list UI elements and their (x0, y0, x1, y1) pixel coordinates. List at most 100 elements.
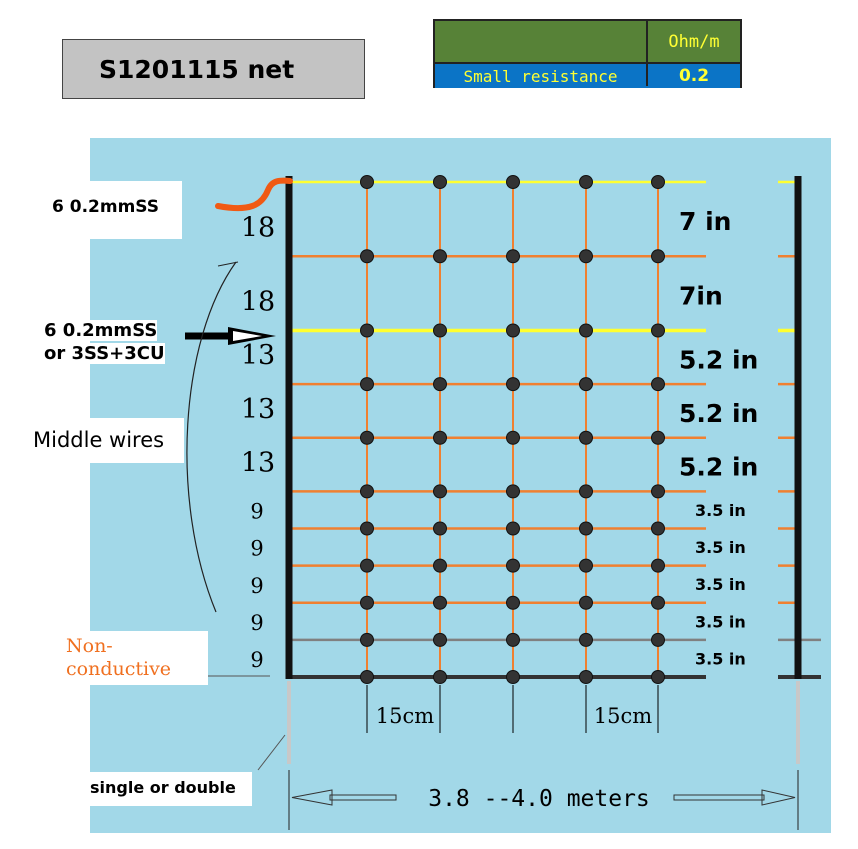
knot (360, 430, 374, 445)
cm-height-label: 13 (241, 394, 275, 425)
inch-height-label: 5.2 in (679, 399, 758, 428)
knot (579, 175, 593, 189)
knot (360, 558, 374, 573)
resistance-table-divider (646, 21, 648, 86)
knot (506, 521, 520, 536)
resistance-table: Ohm/m Small resistance 0.2 (433, 19, 742, 88)
knot (433, 595, 447, 610)
knot (579, 323, 593, 338)
mid-wire-label: 6 0.2mmSS or 3SS+3CU (0, 310, 184, 380)
cm-height-label: 9 (250, 500, 263, 524)
knots (360, 175, 665, 684)
knot (506, 175, 520, 189)
cm-height-label: 9 (250, 574, 263, 598)
knot (433, 249, 447, 264)
knot (506, 377, 520, 392)
knot (579, 558, 593, 573)
knot (433, 484, 447, 499)
knot (579, 670, 593, 684)
knot (579, 430, 593, 445)
resistance-label: Small resistance (463, 66, 618, 86)
vertical-wires (366, 182, 659, 677)
cm-height-label: 18 (241, 287, 275, 318)
diagram-background (90, 138, 831, 833)
knot (433, 323, 447, 338)
knot (579, 521, 593, 536)
spacing-ticks (366, 685, 659, 733)
knot (579, 377, 593, 392)
posts (285, 176, 802, 764)
knot (651, 323, 665, 338)
knot (579, 249, 593, 264)
width-label: 3.8 --4.0 meters (428, 786, 650, 812)
knot (579, 632, 593, 647)
cm-height-label: 13 (241, 447, 275, 478)
non-conductive-line1: Non- (66, 635, 113, 657)
knot (360, 175, 374, 189)
cm-height-label: 18 (241, 212, 275, 243)
top-wire-label: 6 0.2mmSS (0, 181, 182, 239)
knot (651, 430, 665, 445)
knot (360, 632, 374, 647)
knot (579, 484, 593, 499)
inch-height-label: 7 in (679, 207, 731, 236)
inch-height-label: 3.5 in (695, 501, 746, 520)
knot (651, 377, 665, 392)
inch-height-label: 5.2 in (679, 345, 758, 374)
knot (506, 484, 520, 499)
knot (360, 484, 374, 499)
knot (360, 377, 374, 392)
cm-height-label: 13 (241, 340, 275, 371)
post-label: single or double (82, 772, 252, 806)
middle-wires-bracket (186, 261, 237, 613)
inch-height-label: 3.5 in (695, 538, 746, 557)
knot (506, 632, 520, 647)
bracket-tick (217, 261, 239, 267)
cm-height-label: 9 (250, 648, 263, 672)
knot (506, 558, 520, 573)
post-leader-line (257, 734, 286, 771)
knot (433, 521, 447, 536)
knot (433, 430, 447, 445)
knot (506, 670, 520, 684)
knot (651, 670, 665, 684)
mid-wire-arrow (185, 327, 276, 345)
inch-height-label: 5.2 in (679, 453, 758, 482)
knot (360, 249, 374, 264)
knot (651, 249, 665, 264)
width-dimension: 3.8 --4.0 meters (288, 770, 799, 830)
knot (651, 595, 665, 610)
inch-height-labels: 7 in 7in 5.2 in 5.2 in 5.2 in 3.5 in 3.5 in 3.5… (679, 207, 758, 668)
knot (579, 595, 593, 610)
knot (651, 558, 665, 573)
knot (433, 558, 447, 573)
inch-height-label: 3.5 in (695, 612, 746, 631)
knot (506, 323, 520, 338)
knot (360, 595, 374, 610)
non-conductive-line2: conductive (66, 658, 172, 680)
knot (360, 670, 374, 684)
knot (433, 632, 447, 647)
mid-wire-label-line2: or 3SS+3CU (44, 343, 165, 364)
knot (506, 249, 520, 264)
cm-height-label: 9 (250, 537, 263, 561)
knot (360, 323, 374, 338)
spacing-label-right: 15cm (594, 704, 652, 728)
inch-height-label: 7in (679, 281, 723, 310)
knot (506, 430, 520, 445)
non-conductive-label: Non- conductive (0, 631, 208, 685)
resistance-table-header-row: Ohm/m (435, 21, 740, 62)
knot (651, 521, 665, 536)
resistance-unit-header: Ohm/m (668, 31, 720, 52)
horizontal-wires (289, 180, 821, 679)
mid-wire-label-line1: 6 0.2mmSS (44, 320, 158, 341)
knot (651, 632, 665, 647)
inch-height-label: 3.5 in (695, 649, 746, 668)
knot (651, 175, 665, 189)
knot (506, 595, 520, 610)
inch-height-label: 3.5 in (695, 575, 746, 594)
resistance-table-value-row: Small resistance 0.2 (435, 62, 740, 88)
cm-height-label: 9 (250, 611, 263, 635)
spacing-label-left: 15cm (376, 704, 434, 728)
